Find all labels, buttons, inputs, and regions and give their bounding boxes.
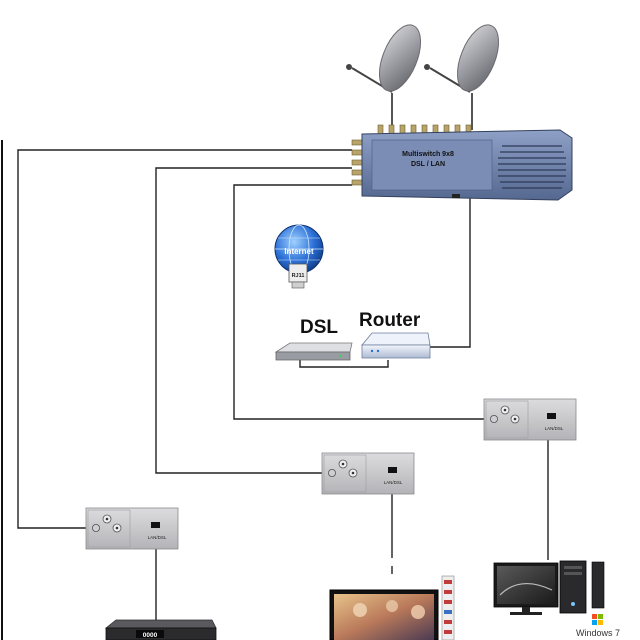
satellite-receiver: 0000 <box>104 619 217 640</box>
wall-outlet-left-label: LAN/DSL <box>148 535 167 540</box>
cables <box>17 149 549 620</box>
receiver-display: 0000 <box>143 632 158 639</box>
multiswitch-label-line2: DSL / LAN <box>411 161 445 168</box>
wall-outlet-left: LAN/DSL <box>85 507 179 550</box>
windows-logo-icon <box>592 614 603 625</box>
multiswitch-side-connectors <box>351 139 363 186</box>
internet-globe: Internet <box>274 224 324 274</box>
cable-modem-router <box>299 358 389 368</box>
desktop-computer <box>493 560 605 615</box>
multiswitch-top-connectors <box>377 124 472 135</box>
cable-right-outlet <box>233 184 484 420</box>
television <box>329 589 439 640</box>
cable-left-outlet <box>17 149 352 529</box>
router-label: Router <box>359 310 421 331</box>
satellite-dish-right <box>424 24 500 130</box>
dsl-modem <box>274 342 353 361</box>
windows-label: Windows 7 <box>576 628 620 638</box>
wall-outlet-right: LAN/DSL <box>483 398 577 441</box>
multiswitch: Multiswitch 9x8 DSL / LAN <box>351 124 573 201</box>
cable-multiswitch-router <box>428 196 471 348</box>
speaker-stack <box>441 575 455 640</box>
wall-outlet-middle-label: LAN/DSL <box>384 480 403 485</box>
wall-outlet-middle: LAN/DSL <box>321 452 415 495</box>
cable-middle-outlet <box>155 167 352 474</box>
router-device <box>361 332 431 359</box>
wall-outlet-right-label: LAN/DSL <box>545 426 564 431</box>
multiswitch-grille <box>498 145 566 189</box>
globe-word: Internet <box>284 247 314 256</box>
multiswitch-label-line1: Multiswitch 9x8 <box>402 151 454 158</box>
dsl-label: DSL <box>300 317 338 338</box>
phone-plug: RJ11 <box>288 263 308 289</box>
satellite-dish-left <box>346 24 422 130</box>
phone-plug-label: RJ11 <box>292 273 305 279</box>
